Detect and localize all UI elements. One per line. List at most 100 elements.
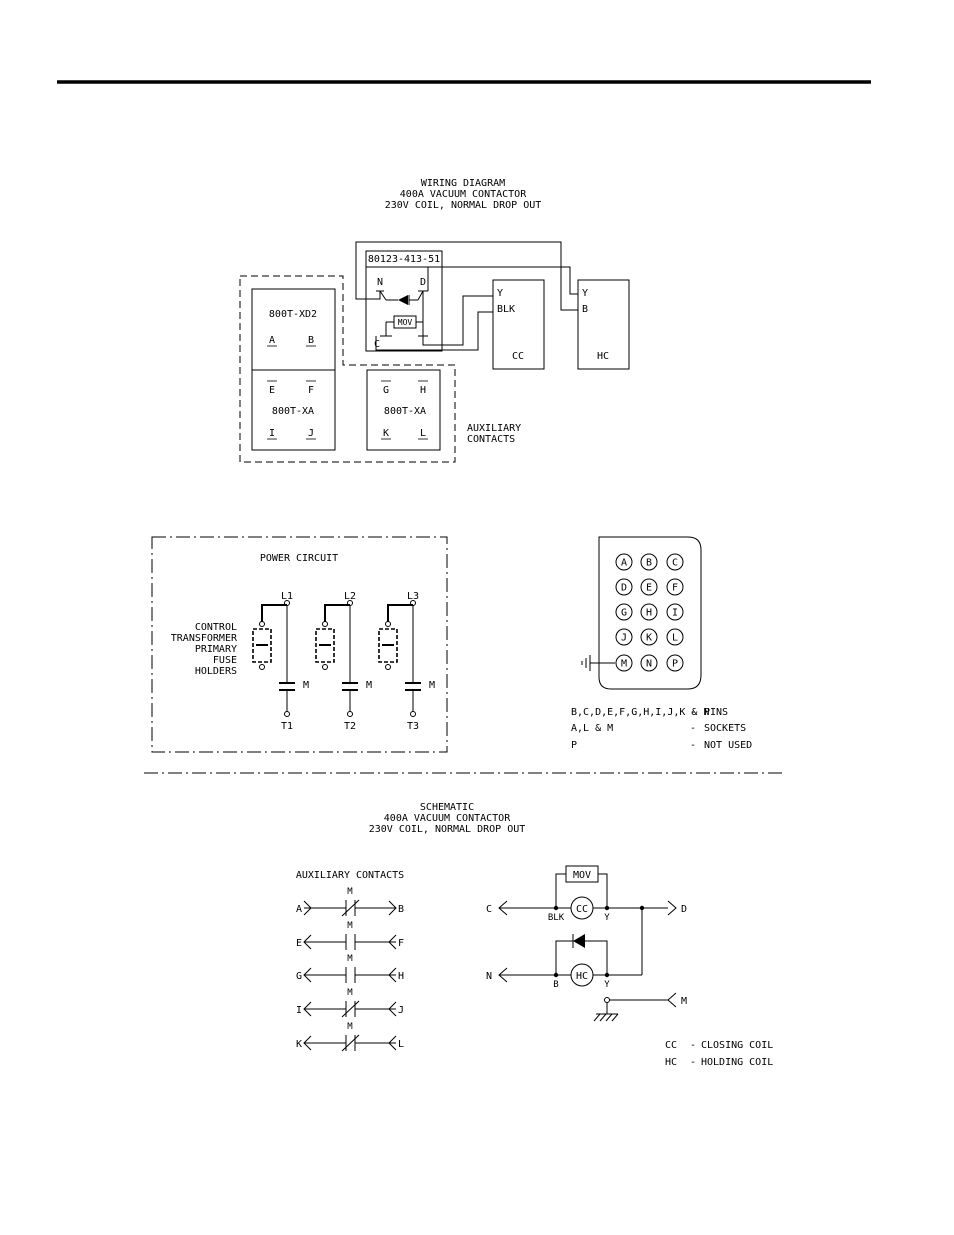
terminal-f: F <box>308 385 314 396</box>
connector-pin-label: H <box>646 608 652 619</box>
connector-pin-p <box>666 654 684 672</box>
control-module <box>365 250 443 352</box>
connector-pin-n <box>640 654 658 672</box>
cc-y-label: Y <box>604 913 610 923</box>
connector-pin-k <box>640 628 658 646</box>
cc-box-name: CC <box>512 351 524 362</box>
terminal-d-label: D <box>681 904 687 915</box>
cc-coil-label: CC <box>576 904 588 915</box>
connector-pin-label: C <box>672 558 678 569</box>
connector-pin-label: F <box>672 583 678 594</box>
wire-d-to-cc-y <box>422 295 493 346</box>
schematic: SCHEMATIC 400A VACUUM CONTACTOR 230V COI… <box>296 802 773 1068</box>
fuse-label-4: FUSE <box>213 655 237 666</box>
wiring-diagram: WIRING DIAGRAM 400A VACUUM CONTACTOR 230… <box>239 178 630 463</box>
connector-pin-label: N <box>646 659 652 670</box>
aux-row-contact: M <box>347 988 353 998</box>
connector-pin-label: I <box>672 608 678 619</box>
terminal-n-label: N <box>486 971 492 982</box>
terminal-h: H <box>420 385 426 396</box>
module-part-number: 80123-413-51 <box>368 254 440 265</box>
schematic-title-line-2: 400A VACUUM CONTACTOR <box>384 813 511 824</box>
aux-row-from: K <box>296 1039 302 1050</box>
phase-1-load: T1 <box>281 721 293 732</box>
hc-box-b: B <box>582 304 588 315</box>
connector-pin-d <box>615 578 633 596</box>
right-block-type: 800T-XA <box>384 406 426 417</box>
terminal-i: I <box>269 428 275 439</box>
connector-pin-j <box>615 628 633 646</box>
connector-pin-e <box>640 578 658 596</box>
left-block-top-type: 800T-XD2 <box>269 309 317 320</box>
hc-coil-box <box>577 279 630 370</box>
legend-hc-dash: - <box>690 1057 696 1068</box>
wire-n-to-hc-b <box>355 241 578 311</box>
module-terminal-n: N <box>377 277 383 288</box>
module-terminal-c: C <box>374 339 380 350</box>
connector-pin-m <box>615 654 633 672</box>
hc-coil-label: HC <box>576 971 588 982</box>
cc-blk-label: BLK <box>548 913 565 923</box>
phase-3-contact: M <box>429 680 435 691</box>
terminal-m-label: M <box>681 996 687 1007</box>
power-circuit-frame <box>151 536 448 753</box>
hc-box-name: HC <box>597 351 609 362</box>
module-mov-label: MOV <box>398 318 413 327</box>
legend-sockets-dash: - <box>690 723 696 734</box>
aux-row-contact: M <box>347 1022 353 1032</box>
aux-row-from: I <box>296 1005 302 1016</box>
connector-pin-c <box>666 553 684 571</box>
legend-pins-items: B,C,D,E,F,G,H,I,J,K & N <box>571 707 709 718</box>
power-circuit: POWER CIRCUIT CONTROL TRANSFORMER PRIMAR… <box>151 536 448 753</box>
left-block-bottom-type: 800T-XA <box>272 406 314 417</box>
legend-sockets-items: A,L & M <box>571 723 613 734</box>
phase-2-load: T2 <box>344 721 356 732</box>
aux-row-to: L <box>398 1039 404 1050</box>
aux-row-from: A <box>296 904 302 915</box>
aux-row-to: B <box>398 904 404 915</box>
legend-hc-code: HC <box>665 1057 677 1068</box>
phase-2-line: L2 <box>344 591 356 602</box>
schematic-title-line-3: 230V COIL, NORMAL DROP OUT <box>369 824 526 835</box>
connector-pin-label: D <box>621 583 627 594</box>
hc-y-label: Y <box>604 980 610 990</box>
wiring-title-line-1: WIRING DIAGRAM <box>421 178 505 189</box>
aux-contacts-label-1: AUXILIARY <box>467 423 521 434</box>
module-terminal-d: D <box>420 277 426 288</box>
right-contact-block <box>366 369 441 451</box>
legend-hc-meaning: HOLDING COIL <box>701 1057 773 1068</box>
wiring-title-line-2: 400A VACUUM CONTACTOR <box>400 189 527 200</box>
connector-pin-b <box>640 553 658 571</box>
terminal-l: L <box>420 428 426 439</box>
mov-label: MOV <box>573 870 591 881</box>
phase-3-line: L3 <box>407 591 419 602</box>
module-diode-icon <box>398 295 408 305</box>
power-circuit-title: POWER CIRCUIT <box>260 553 338 564</box>
terminal-a: A <box>269 335 275 346</box>
phase-2-fuse-holder <box>315 628 335 663</box>
aux-contact-row: K L M <box>296 1022 404 1052</box>
connector-pin-label: P <box>672 659 678 670</box>
wiring-title-line-3: 230V COIL, NORMAL DROP OUT <box>385 200 542 211</box>
connector-pin-g <box>615 603 633 621</box>
cc-box-y: Y <box>497 288 503 299</box>
phase-3-load: T3 <box>407 721 419 732</box>
phase-3-fuse-holder <box>378 628 398 663</box>
phase-1: L1 M T1 <box>252 591 309 732</box>
connector-pin-label: G <box>621 608 627 619</box>
aux-row-from: E <box>296 938 302 949</box>
wire-c-to-cc-blk <box>375 311 493 351</box>
legend-cc-meaning: CLOSING COIL <box>701 1040 773 1051</box>
phase-2: L2 M T2 <box>315 591 372 732</box>
wire-d-to-hc-y <box>427 266 578 295</box>
aux-row-contact: M <box>347 954 353 964</box>
legend-notused-items: P <box>571 740 577 751</box>
phase-3: L3 M T3 <box>378 591 435 732</box>
